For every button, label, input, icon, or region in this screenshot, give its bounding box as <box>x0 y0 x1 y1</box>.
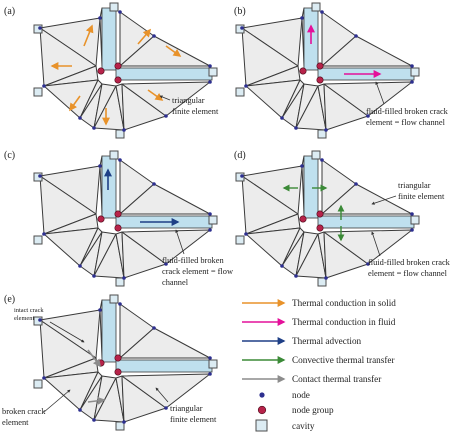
legend-label-node: node <box>292 390 310 400</box>
leader-line <box>49 321 85 343</box>
leader-line <box>371 195 397 205</box>
legend: Thermal conduction in solid Thermal cond… <box>242 298 396 432</box>
contact-transfer-arrow <box>87 349 101 368</box>
panel-e-label: (e) <box>4 294 15 305</box>
panel-a-mesh <box>33 2 218 139</box>
panel-e-annotation: finite element <box>170 415 217 424</box>
panel-e: (e) intact crack element broken crack el… <box>2 294 218 431</box>
panel-d-annotation: finite element <box>398 192 445 201</box>
solid-conduction-arrow <box>69 95 81 112</box>
legend-node-group-dot <box>257 405 267 415</box>
leader-line <box>375 81 385 105</box>
panel-e-annotation: intact crack <box>14 307 44 314</box>
panel-b: (b) fluid-filled broken crack element = … <box>234 2 449 139</box>
leader-line <box>175 229 185 255</box>
legend-label-solid-conduction: Thermal conduction in solid <box>292 298 396 308</box>
legend-label-fluid-conduction: Thermal conduction in fluid <box>292 317 396 327</box>
leader-line <box>159 95 171 101</box>
panel-c-label: (c) <box>4 150 15 161</box>
panel-e-annotation: triangular <box>170 404 203 413</box>
panel-c-annotation: channel <box>162 278 189 287</box>
panel-c: (c) fluid-filled broken crack element = … <box>4 150 234 287</box>
legend-label-contact: Contact thermal transfer <box>292 374 381 384</box>
panel-b-label: (b) <box>234 6 246 17</box>
legend-cavity-square <box>255 419 268 432</box>
legend-label-node-group: node group <box>292 405 334 415</box>
panel-a-label: (a) <box>4 6 15 17</box>
solid-conduction-arrow <box>137 28 152 45</box>
leader-line <box>155 387 169 403</box>
panel-a: (a) triangular finite element <box>4 2 219 139</box>
panel-a-annotation: finite element <box>172 107 219 116</box>
panel-d-annotation: element = flow channel <box>368 269 448 278</box>
panel-b-annotation: fluid-filled broken crack <box>366 107 449 116</box>
legend-node-dot <box>259 392 265 398</box>
solid-conduction-arrow <box>83 24 94 47</box>
leader-line <box>371 231 381 257</box>
panel-e-annotation: element <box>14 315 34 322</box>
leader-line <box>43 389 71 413</box>
panel-c-mesh <box>33 150 218 287</box>
solid-conduction-arrow <box>165 45 182 57</box>
legend-label-advection: Thermal advection <box>292 336 362 346</box>
panel-c-annotation: crack element = flow <box>162 267 234 276</box>
panel-d: (d) triangular finite element fluid-fill… <box>234 150 451 287</box>
panel-d-label: (d) <box>234 150 246 161</box>
legend-label-cavity: cavity <box>292 421 315 431</box>
legend-label-convective: Convective thermal transfer <box>292 355 395 365</box>
contact-transfer-arrow <box>87 396 106 405</box>
panel-d-annotation: triangular <box>398 181 431 190</box>
panel-e-annotation: element <box>2 418 29 427</box>
panel-c-annotation: fluid-filled broken <box>162 256 224 265</box>
panel-b-annotation: element = flow channel <box>366 118 446 127</box>
panel-e-annotation: broken crack <box>2 407 46 416</box>
panel-d-annotation: fluid-filled broken crack <box>368 258 451 267</box>
panel-a-annotation: triangular <box>172 96 205 105</box>
